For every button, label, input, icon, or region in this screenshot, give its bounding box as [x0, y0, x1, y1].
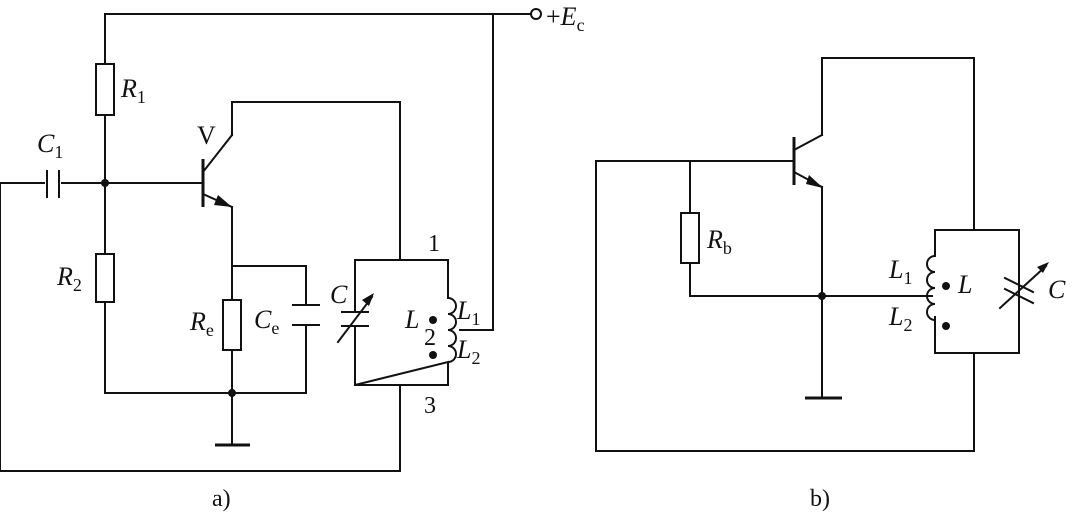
- dot-l2-a: [429, 351, 437, 359]
- l2-label-a: L2: [456, 335, 480, 368]
- terminal-2: 2: [424, 325, 436, 351]
- junction-base: [101, 179, 109, 187]
- r2-label: R2: [56, 262, 82, 295]
- variable-capacitor-c-b: [998, 262, 1049, 310]
- variable-capacitor-c-a: [336, 293, 374, 344]
- diagram-a: +Ec R1 R2 C1 V Re Ce: [0, 2, 585, 512]
- l1-label-b: L1: [888, 255, 912, 288]
- c-label-b: C: [1048, 275, 1066, 304]
- junction-emitter-b: [818, 292, 826, 300]
- terminal-1: 1: [428, 231, 440, 257]
- transistor-label: V: [197, 121, 216, 150]
- l1-label-a: L1: [456, 296, 480, 329]
- wires-b: [595, 57, 1020, 452]
- dot-l1-b: [942, 282, 950, 290]
- transistor-b: [792, 133, 824, 189]
- resistor-rb: [680, 212, 700, 264]
- inductor-l-b: [926, 255, 936, 321]
- inductor-l-a: [447, 297, 457, 363]
- re-label: Re: [189, 307, 214, 340]
- supply-terminal-a: [530, 8, 542, 20]
- rb-label: Rb: [706, 225, 732, 258]
- r1-label: R1: [120, 74, 146, 107]
- dot-l1-a: [429, 316, 437, 324]
- l-label-a: L: [404, 305, 419, 334]
- capacitor-c1: [46, 170, 60, 198]
- l-label-b: L: [957, 270, 972, 299]
- c-label-a: C: [330, 280, 348, 309]
- terminal-3: 3: [424, 393, 436, 419]
- caption-b: b): [810, 486, 830, 512]
- dot-l2-b: [942, 322, 950, 330]
- junction-ground-a: [228, 389, 236, 397]
- ce-label: Ce: [254, 305, 279, 338]
- supply-label: +Ec: [546, 2, 585, 35]
- c1-label: C1: [37, 129, 63, 162]
- diagram-b: Rb L1 L2 L C b): [595, 57, 1066, 512]
- resistor-re: [222, 299, 242, 351]
- wires-a: [0, 13, 532, 472]
- transistor-v: [201, 133, 234, 209]
- capacitor-ce: [292, 304, 320, 326]
- caption-a: a): [212, 486, 231, 512]
- resistor-r1: [95, 63, 115, 116]
- resistor-r2: [95, 253, 115, 303]
- l2-label-b: L2: [888, 302, 912, 335]
